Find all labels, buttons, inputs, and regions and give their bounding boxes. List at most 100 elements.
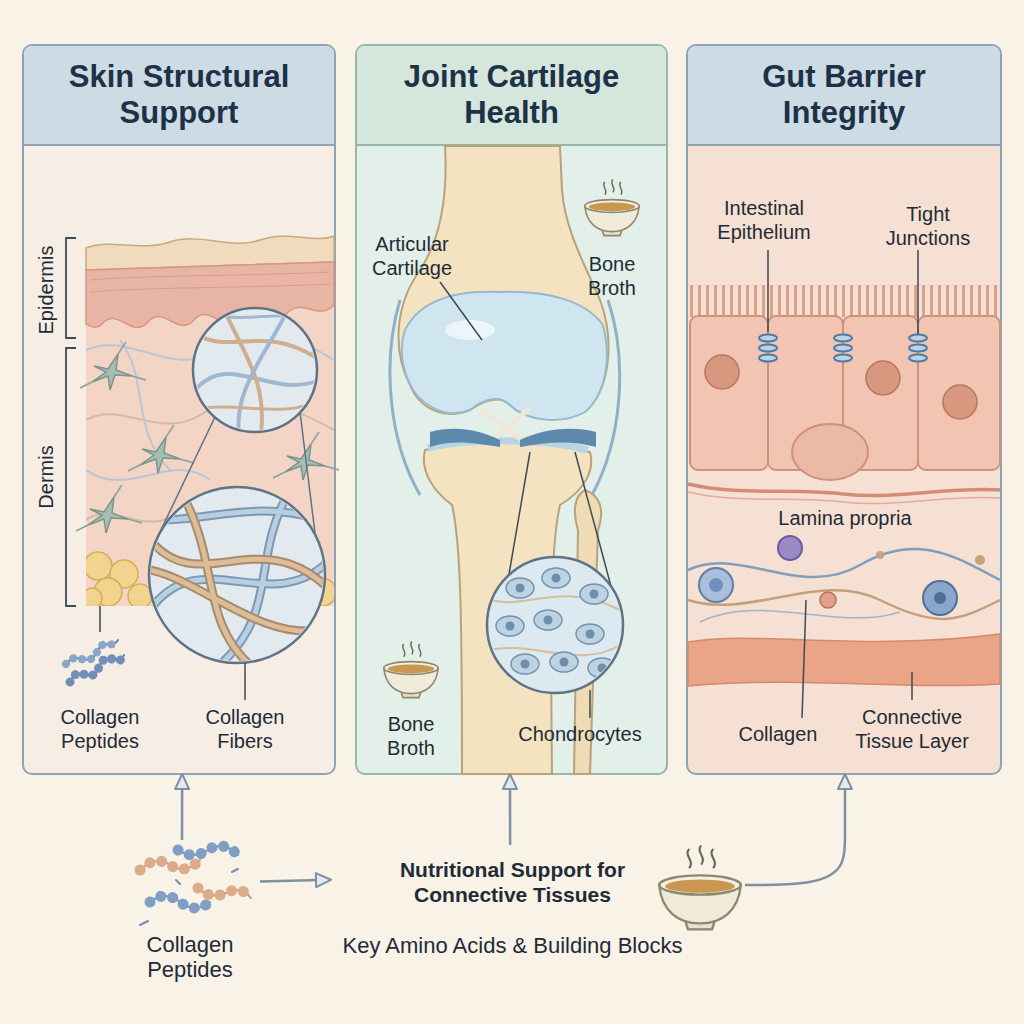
zoom-circle bbox=[160, 417, 215, 532]
knee-joint bbox=[487, 557, 623, 693]
zoom-circle bbox=[150, 490, 330, 665]
zoom-circle bbox=[190, 400, 320, 410]
peptide-icon bbox=[66, 640, 118, 664]
flow-arrow bbox=[260, 880, 330, 882]
knee-joint bbox=[428, 441, 588, 450]
zoom-circle bbox=[150, 540, 330, 590]
dermis-fiber bbox=[86, 335, 334, 360]
dermis-fiber bbox=[86, 470, 210, 480]
tight-junction bbox=[759, 345, 777, 352]
leader-line bbox=[99, 606, 101, 632]
zoom-circle bbox=[220, 490, 290, 665]
dermis-fiber bbox=[86, 510, 180, 522]
flow-arrow bbox=[181, 775, 184, 840]
peptide-icon bbox=[150, 896, 210, 908]
chondrocyte bbox=[511, 654, 539, 674]
tight-junction bbox=[759, 355, 777, 362]
zoom-circle bbox=[180, 490, 250, 665]
chondrocyte bbox=[542, 568, 570, 588]
immune-cell bbox=[923, 581, 957, 615]
broth-bowl bbox=[384, 642, 438, 698]
zoom-circle bbox=[300, 412, 315, 533]
tight-junction bbox=[909, 345, 927, 352]
immune-cell bbox=[699, 568, 733, 602]
fat-cell bbox=[308, 578, 334, 606]
immune-cell bbox=[934, 592, 946, 604]
zoom-circle bbox=[150, 490, 330, 665]
leader-line bbox=[768, 250, 918, 718]
peptide-icon bbox=[150, 896, 210, 908]
tight-junction bbox=[834, 355, 852, 362]
knee-joint bbox=[384, 146, 639, 774]
info-panel: Skin Structural Support bbox=[22, 44, 336, 775]
zoom-circle bbox=[160, 511, 320, 520]
cell-nucleus bbox=[943, 385, 977, 419]
chondrocyte bbox=[588, 658, 616, 678]
zoom-circle bbox=[220, 300, 262, 440]
peptide-icon bbox=[178, 846, 238, 855]
chondrocyte bbox=[490, 568, 620, 678]
zoom-circle bbox=[160, 511, 320, 520]
zoom-circle bbox=[149, 300, 330, 665]
fat-cell bbox=[86, 588, 102, 606]
peptide-icon bbox=[140, 860, 200, 870]
epithelial-cell bbox=[768, 316, 843, 470]
peptide-icon bbox=[198, 888, 251, 898]
panel-title: Gut Barrier Integrity bbox=[713, 59, 975, 132]
fibroblast bbox=[76, 485, 142, 533]
zoom-circle bbox=[150, 560, 330, 610]
chondrocyte bbox=[576, 624, 604, 644]
peptide-icon bbox=[70, 655, 124, 682]
zoom-circle bbox=[193, 308, 317, 432]
chondrocyte bbox=[506, 578, 534, 598]
leader-line bbox=[911, 672, 913, 700]
tight-junction bbox=[909, 335, 927, 342]
dermis-fiber bbox=[86, 401, 334, 430]
summary-node: Nutritional Support for Connective Tissu… bbox=[330, 845, 745, 965]
zoom-circle bbox=[190, 300, 320, 440]
immune-cell bbox=[699, 536, 985, 615]
tight-junction bbox=[834, 335, 852, 342]
epithelial-cell bbox=[843, 316, 918, 470]
immune-cell bbox=[975, 555, 985, 565]
zoom-circle bbox=[150, 570, 320, 631]
fibula bbox=[574, 490, 601, 774]
fat-cell bbox=[110, 560, 138, 588]
collagen-fiber bbox=[688, 549, 1000, 580]
chondrocyte bbox=[490, 596, 620, 655]
broth-bowl bbox=[585, 180, 639, 236]
zoom-circle bbox=[150, 490, 330, 665]
fat-cell bbox=[86, 552, 334, 606]
tight-junction bbox=[909, 355, 927, 362]
peptide-icon bbox=[140, 846, 251, 925]
layer-bracket bbox=[66, 348, 76, 606]
leader-line bbox=[767, 250, 769, 332]
epithelial-cell bbox=[918, 316, 1000, 470]
immune-cell bbox=[778, 536, 802, 560]
femur bbox=[399, 146, 609, 419]
skin-cross-section bbox=[86, 262, 334, 327]
connective-band bbox=[688, 634, 1000, 686]
flow-arrow bbox=[509, 775, 512, 845]
panel-header-band: Gut Barrier Integrity bbox=[688, 46, 1000, 146]
tight-junction bbox=[759, 335, 777, 342]
layer-bracket bbox=[66, 238, 76, 338]
panel-header-band: Joint Cartilage Health bbox=[357, 46, 666, 146]
tibia bbox=[424, 443, 591, 774]
skin-cross-section bbox=[90, 272, 330, 292]
skin-cross-section bbox=[90, 284, 330, 292]
fat-cell bbox=[94, 578, 122, 606]
fibroblast bbox=[273, 432, 339, 480]
peptide-icon bbox=[66, 640, 118, 664]
dermis-fiber bbox=[120, 340, 170, 470]
zoom-circle bbox=[180, 490, 250, 665]
collagen-fiber bbox=[688, 549, 1000, 622]
immune-cell bbox=[709, 578, 723, 592]
zoom-circle bbox=[150, 540, 330, 590]
gut-wall bbox=[688, 492, 1000, 504]
zoom-circle bbox=[190, 330, 320, 360]
gut-wall bbox=[688, 250, 1000, 718]
peptide-icon bbox=[140, 860, 200, 870]
leader-line bbox=[575, 452, 612, 590]
